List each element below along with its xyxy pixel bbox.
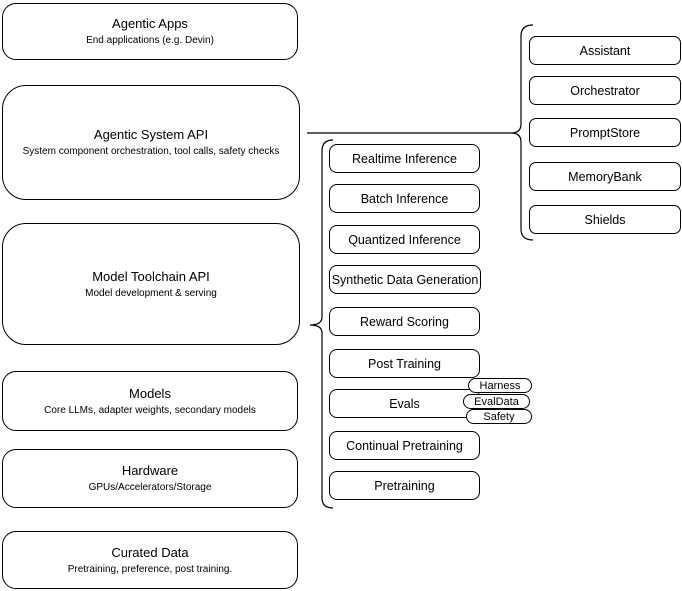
pill-label: Safety: [483, 410, 515, 423]
node-subtitle: GPUs/Accelerators/Storage: [88, 482, 212, 493]
node-label: MemoryBank: [568, 169, 642, 184]
node-curated-data: Curated Data Pretraining, preference, po…: [2, 531, 298, 589]
pill-safety: Safety: [466, 409, 532, 424]
pill-harness: Harness: [468, 378, 532, 393]
node-evals: Evals: [329, 389, 480, 418]
node-subtitle: End applications (e.g. Devin): [86, 35, 214, 46]
node-label: Synthetic Data Generation: [331, 272, 479, 287]
node-shields: Shields: [529, 205, 681, 234]
node-label: Evals: [389, 396, 420, 411]
node-title: Agentic Apps: [112, 16, 188, 31]
node-promptstore: PromptStore: [529, 118, 681, 147]
node-quantized-inference: Quantized Inference: [329, 225, 480, 254]
node-subtitle: Core LLMs, adapter weights, secondary mo…: [44, 404, 256, 416]
node-label: Pretraining: [374, 478, 435, 493]
node-continual-pretraining: Continual Pretraining: [329, 431, 480, 460]
node-assistant: Assistant: [529, 36, 681, 65]
pill-label: EvalData: [474, 395, 519, 408]
node-label: Shields: [584, 212, 626, 227]
node-subtitle: System component orchestration, tool cal…: [22, 146, 280, 157]
node-models: Models Core LLMs, adapter weights, secon…: [2, 371, 298, 431]
node-title: Model Toolchain API: [92, 268, 210, 284]
node-subtitle: Pretraining, preference, post training.: [67, 563, 233, 575]
node-pretraining: Pretraining: [329, 471, 480, 500]
node-title: Hardware: [121, 463, 179, 478]
node-label: Assistant: [579, 43, 631, 58]
pill-evaldata: EvalData: [463, 394, 530, 409]
pill-label: Harness: [479, 379, 521, 392]
node-post-training: Post Training: [329, 349, 480, 378]
node-label: Realtime Inference: [352, 151, 457, 166]
node-label: Continual Pretraining: [346, 438, 463, 453]
node-model-toolchain-api: Model Toolchain API Model development & …: [2, 223, 300, 345]
node-label: Reward Scoring: [360, 314, 449, 329]
node-agentic-apps: Agentic Apps End applications (e.g. Devi…: [2, 3, 298, 60]
node-realtime-inference: Realtime Inference: [329, 144, 480, 173]
node-subtitle: Model development & serving: [85, 287, 217, 299]
node-reward-scoring: Reward Scoring: [329, 307, 480, 336]
node-label: Post Training: [368, 356, 441, 371]
node-title: Models: [129, 385, 171, 401]
node-batch-inference: Batch Inference: [329, 184, 480, 213]
node-title: Curated Data: [111, 544, 189, 560]
node-label: Batch Inference: [360, 191, 449, 206]
node-label: Orchestrator: [570, 83, 640, 98]
node-agentic-system-api: Agentic System API System component orch…: [2, 85, 300, 200]
node-memorybank: MemoryBank: [529, 162, 681, 191]
node-label: PromptStore: [569, 125, 641, 140]
node-title: Agentic System API: [93, 127, 209, 142]
node-hardware: Hardware GPUs/Accelerators/Storage: [2, 449, 298, 508]
node-orchestrator: Orchestrator: [529, 76, 681, 105]
node-synthetic-data-generation: Synthetic Data Generation: [329, 265, 481, 294]
node-label: Quantized Inference: [348, 232, 461, 247]
